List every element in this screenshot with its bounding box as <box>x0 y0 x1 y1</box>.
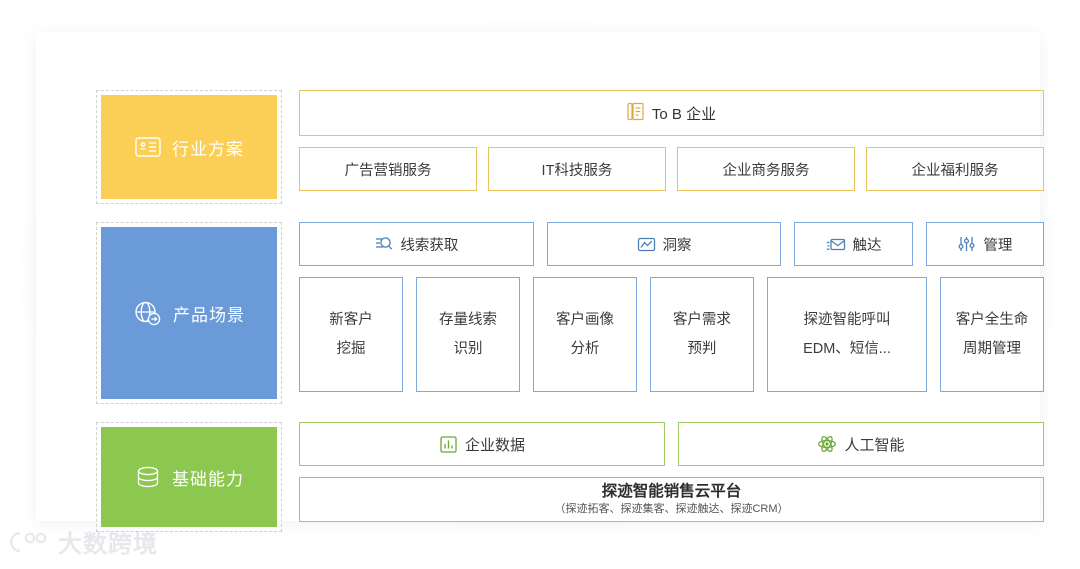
base-label-block: 基础能力 <box>101 427 277 527</box>
capability-ai[interactable]: 人工智能 <box>678 422 1044 466</box>
capability-enterprise-data[interactable]: 企业数据 <box>299 422 665 466</box>
tab-lead-acquisition[interactable]: 线索获取 <box>299 222 534 266</box>
scenario-card-line1: 探迹智能呼叫 <box>803 312 891 329</box>
product-tab-list: 线索获取 洞察 <box>299 222 1044 266</box>
product-label-text: 产品场景 <box>173 305 245 325</box>
industry-service-label: 企业商务服务 <box>722 162 810 179</box>
base-label-text: 基础能力 <box>172 469 244 489</box>
watermark-text: 大数跨境 <box>58 531 158 558</box>
industry-content: To B 企业 广告营销服务 IT科技服务 企业商务服务 企业福利服务 <box>299 90 1044 204</box>
scenario-card-line2: 分析 <box>570 340 600 357</box>
tab-label: 线索获取 <box>400 237 459 254</box>
scenario-card-line2: 挖掘 <box>336 340 366 357</box>
tab-label: 洞察 <box>662 237 692 254</box>
base-label-wrapper: 基础能力 <box>96 422 282 532</box>
row-product: 产品场景 线索获取 <box>96 222 1044 404</box>
scenario-card-line1: 客户全生命 <box>955 312 1029 329</box>
industry-service-item[interactable]: IT科技服务 <box>488 147 666 191</box>
tab-reach[interactable]: 触达 <box>794 222 913 266</box>
bar-chart-icon <box>439 435 458 454</box>
scenario-card-line2: 周期管理 <box>963 340 1021 357</box>
row-industry: 行业方案 To B 企业 广告营销服务 <box>96 90 1044 204</box>
industry-label-wrapper: 行业方案 <box>96 90 282 204</box>
scenario-card-line2: 识别 <box>453 340 483 357</box>
capability-label: 企业数据 <box>464 436 525 454</box>
scenario-card-line1: 存量线索 <box>438 312 497 329</box>
tab-label: 管理 <box>983 237 1013 254</box>
scenario-card[interactable]: 探迹智能呼叫 EDM、短信... <box>766 277 928 392</box>
document-icon <box>627 102 644 125</box>
industry-label-text: 行业方案 <box>172 139 244 159</box>
scenario-card-line2: 预判 <box>687 340 717 357</box>
industry-service-item[interactable]: 企业福利服务 <box>866 147 1044 191</box>
logo-icon <box>8 529 50 555</box>
scenario-card-line1: 客户画像 <box>555 312 614 329</box>
scenario-card-line1: 客户需求 <box>672 312 731 329</box>
industry-service-label: 广告营销服务 <box>344 162 432 179</box>
tab-label: 触达 <box>852 237 882 254</box>
row-base: 基础能力 企业数据 <box>96 422 1044 532</box>
scenario-card[interactable]: 客户画像 分析 <box>532 277 637 392</box>
tab-management[interactable]: 管理 <box>925 222 1044 266</box>
platform-title: 探迹智能销售云平台 <box>601 482 742 500</box>
tob-header-label: To B 企业 <box>651 105 717 123</box>
tab-insight[interactable]: 洞察 <box>546 222 782 266</box>
platform-banner[interactable]: 探迹智能销售云平台 （探迹拓客、探迹集客、探迹触达、探迹CRM） <box>299 477 1044 522</box>
tob-header[interactable]: To B 企业 <box>299 90 1044 136</box>
globe-arrow-icon <box>133 299 163 327</box>
database-icon <box>134 464 162 490</box>
scenario-card[interactable]: 客户全生命 周期管理 <box>940 277 1044 392</box>
watermark: 大数跨境 <box>8 524 158 559</box>
id-card-icon <box>134 134 162 160</box>
search-icon <box>374 235 393 253</box>
scenario-card[interactable]: 客户需求 预判 <box>649 277 754 392</box>
industry-service-label: 企业福利服务 <box>911 162 999 179</box>
industry-service-label: IT科技服务 <box>541 162 613 179</box>
industry-service-item[interactable]: 企业商务服务 <box>677 147 855 191</box>
chart-line-icon <box>637 236 656 253</box>
capability-list: 企业数据 人工智能 <box>299 422 1044 466</box>
scenario-card-line1: 新客户 <box>329 312 373 329</box>
scenario-card[interactable]: 存量线索 识别 <box>415 277 520 392</box>
platform-subtitle: （探迹拓客、探迹集客、探迹触达、探迹CRM） <box>554 503 789 516</box>
sliders-icon <box>957 235 976 253</box>
product-label-wrapper: 产品场景 <box>96 222 282 404</box>
scenario-card[interactable]: 新客户 挖掘 <box>299 277 403 392</box>
industry-service-item[interactable]: 广告营销服务 <box>299 147 477 191</box>
envelope-icon <box>826 236 846 253</box>
scenario-card-line2: EDM、短信... <box>803 340 891 357</box>
diagram-card: 行业方案 To B 企业 广告营销服务 <box>36 32 1044 532</box>
capability-label: 人工智能 <box>844 436 905 454</box>
product-card-list: 新客户 挖掘 存量线索 识别 客户画像 分析 客户需求 预判 探迹智能呼叫 <box>299 277 1044 392</box>
atom-icon <box>817 434 837 454</box>
base-content: 企业数据 人工智能 探迹智能销售云平台 （探 <box>299 422 1044 532</box>
product-content: 线索获取 洞察 <box>299 222 1044 404</box>
industry-service-list: 广告营销服务 IT科技服务 企业商务服务 企业福利服务 <box>299 147 1044 191</box>
industry-label-block: 行业方案 <box>101 95 277 199</box>
product-label-block: 产品场景 <box>101 227 277 399</box>
